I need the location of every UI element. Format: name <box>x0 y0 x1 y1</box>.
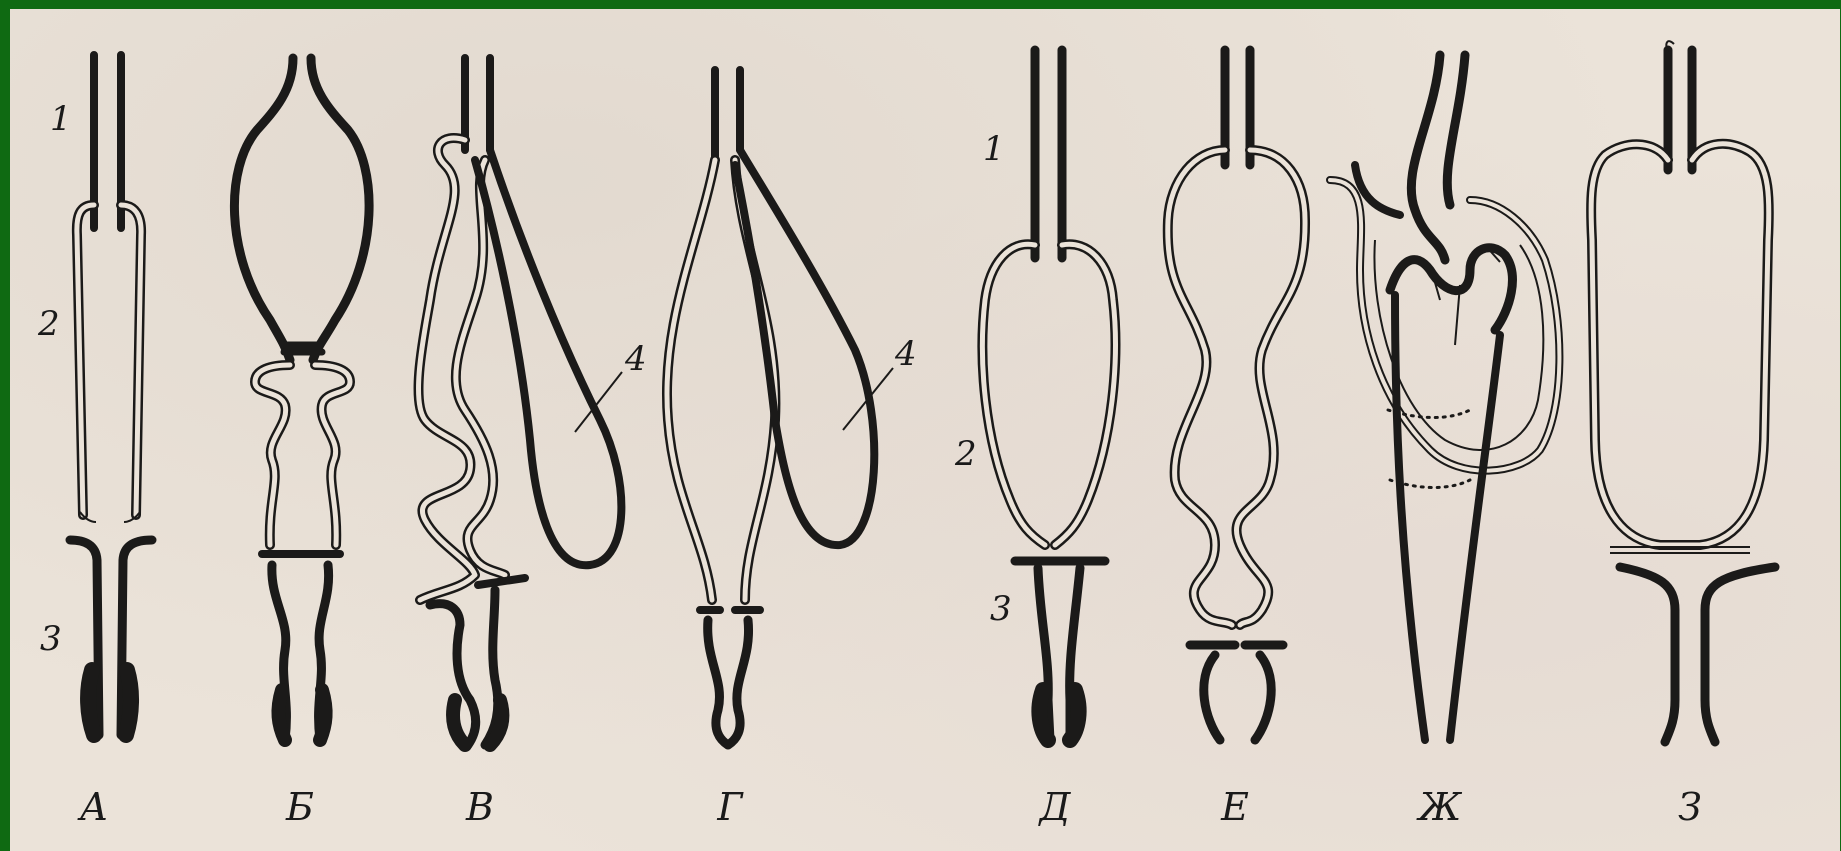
panel-zh-drawing <box>1330 55 1559 740</box>
panel-v-drawing <box>419 58 622 745</box>
label-3-left: 3 <box>40 619 62 659</box>
label-1-right: 1 <box>983 129 1005 169</box>
panel-g-drawing <box>667 70 874 745</box>
label-2-left: 2 <box>37 304 60 344</box>
panel-e-drawing <box>1168 50 1305 740</box>
panel-letter-d: Д <box>1038 785 1072 829</box>
panel-letter-g: Г <box>716 785 744 829</box>
label-4-panel-g: 4 <box>894 334 917 374</box>
panel-a-drawing <box>70 55 152 735</box>
label-3-right: 3 <box>990 589 1012 629</box>
panel-letter-z: З <box>1678 785 1702 829</box>
panel-letter-zh: Ж <box>1416 785 1463 829</box>
label-4-panel-v: 4 <box>624 339 647 379</box>
label-1-left: 1 <box>50 99 72 139</box>
panel-letter-b: Б <box>285 785 314 829</box>
panel-letter-e: Е <box>1220 785 1249 829</box>
panel-letter-a: А <box>77 785 109 829</box>
panel-b-drawing <box>234 58 369 740</box>
panel-letter-v: В <box>465 785 494 829</box>
label-2-right: 2 <box>954 434 977 474</box>
panel-z-drawing <box>1591 41 1775 742</box>
